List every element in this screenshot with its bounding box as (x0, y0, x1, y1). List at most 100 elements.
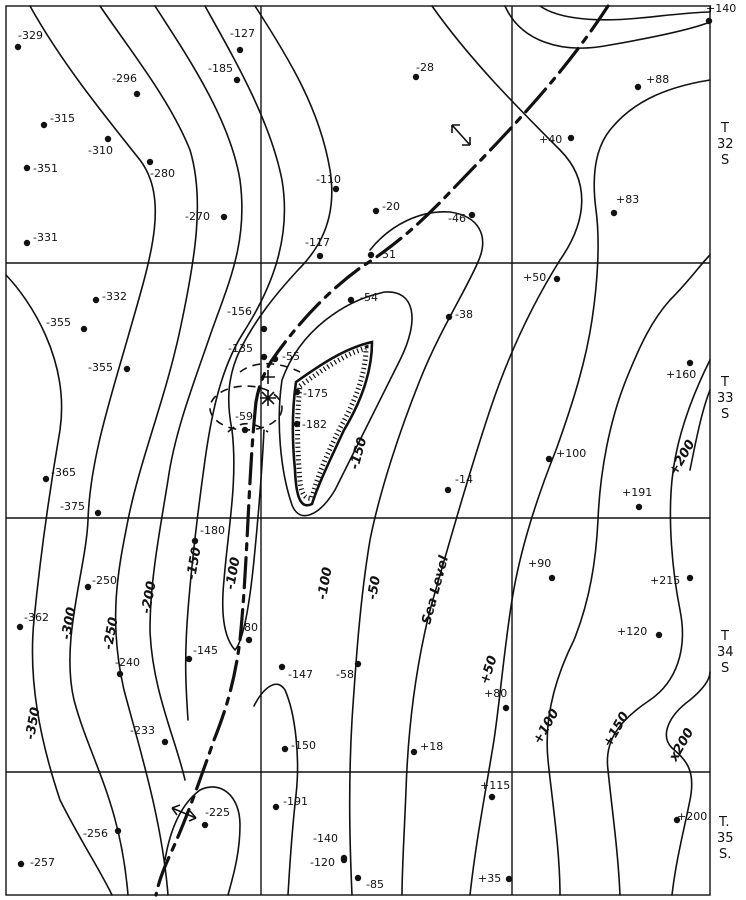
well-dot (161, 738, 169, 746)
well-label: -54 (360, 291, 378, 304)
well-label: -110 (316, 173, 341, 186)
well-label: -315 (50, 112, 75, 125)
contour-label: +100 (530, 707, 562, 747)
well-label: +35 (478, 872, 501, 885)
township-t: T (720, 375, 729, 390)
well-label: +160 (666, 368, 696, 381)
well-label: -296 (112, 72, 137, 85)
contour-label: +200 (666, 438, 698, 478)
well-dot (610, 209, 618, 217)
well-label: -38 (455, 308, 473, 321)
well-dot (686, 359, 694, 367)
township-label-32: T 32 S (717, 121, 734, 168)
contour-label: -50 (365, 575, 384, 601)
contour-minus-150 (184, 5, 286, 721)
well-label: +191 (622, 486, 652, 499)
well-label: +50 (523, 271, 546, 284)
well-dot (236, 46, 244, 54)
township-number: 35 (717, 831, 734, 846)
contour-plus-150 (606, 359, 711, 896)
well-label: -233 (130, 724, 155, 737)
well-label: +88 (646, 73, 669, 86)
well-label: -351 (33, 162, 58, 175)
contour-label: -100 (315, 566, 335, 601)
well-label: -332 (102, 290, 127, 303)
well-label: -59 (235, 410, 253, 423)
well-label: +200 (677, 810, 707, 823)
well-label: -257 (30, 856, 55, 869)
contour-minus-300 (29, 5, 157, 896)
well-label: +83 (616, 193, 639, 206)
well-label: -120 (310, 856, 335, 869)
well-dot (545, 455, 553, 463)
well-label: -147 (288, 668, 313, 681)
township-s: S (721, 407, 729, 422)
well-label: -145 (193, 644, 218, 657)
well-label: -85 (366, 878, 384, 891)
township-t: T. (718, 815, 730, 830)
township-t: T (720, 121, 729, 136)
well-dot (673, 816, 681, 824)
contour-plus-50 (469, 5, 711, 896)
wells-layer: -329 -127 -185 -296 -315 -310 -351 -280 … (14, 2, 736, 891)
well-label: -156 (227, 305, 252, 318)
well-label: +115 (480, 779, 510, 792)
contour-label: Sea Level (419, 554, 452, 626)
contour-label: -200 (139, 580, 159, 615)
well-label: -135 (228, 342, 253, 355)
contour-sea-level (401, 5, 583, 896)
well-label: -270 (185, 210, 210, 223)
section-grid (5, 5, 711, 896)
well-dot (16, 623, 24, 631)
star-marker-icon (260, 390, 276, 406)
contour-label: -250 (101, 616, 121, 651)
well-dot (567, 134, 575, 142)
well-label: -117 (305, 236, 330, 249)
well-dot (354, 874, 362, 882)
well-label: -150 (291, 739, 316, 752)
well-dot (655, 631, 663, 639)
well-label: -375 (60, 500, 85, 513)
contour-label: -150 (347, 436, 370, 471)
well-label: -140 (313, 832, 338, 845)
well-label: -175 (303, 387, 328, 400)
contour-lines (5, 5, 711, 896)
well-dot (412, 73, 420, 81)
well-dot (123, 365, 131, 373)
contour-minus-100-south (253, 683, 299, 896)
well-label: -51 (378, 248, 396, 261)
well-dot (133, 90, 141, 98)
contour-label: -350 (23, 706, 43, 741)
contour-label: +50 (478, 654, 501, 686)
well-dot (116, 670, 124, 678)
axis-symbols (171, 124, 471, 822)
township-s: S. (719, 847, 731, 862)
well-dot (505, 875, 513, 883)
contour-label: -300 (59, 606, 79, 641)
well-dot (272, 803, 280, 811)
well-dot (84, 583, 92, 591)
township-label-35: T. 35 S. (717, 815, 734, 862)
well-dot (445, 313, 453, 321)
well-dot (40, 121, 48, 129)
well-label: -355 (88, 361, 113, 374)
township-number: 32 (717, 137, 734, 152)
township-t: T (720, 629, 729, 644)
well-dot (293, 388, 301, 396)
well-dot (23, 164, 31, 172)
well-dot (278, 663, 286, 671)
well-label: +215 (650, 574, 680, 587)
well-dot (354, 660, 362, 668)
well-label: -362 (24, 611, 49, 624)
well-dot (367, 251, 375, 259)
well-label: -180 (200, 524, 225, 537)
contour-minus-350 (5, 274, 113, 896)
well-dot (260, 325, 268, 333)
township-labels: T 32 S T 33 S T 34 S T. 35 S. (717, 121, 734, 862)
contour-labels: -350 -300 -250 -200 -150 -100 -100 -50 -… (23, 436, 698, 765)
well-label: -331 (33, 231, 58, 244)
contour-label: -100 (223, 556, 243, 591)
well-label: -55 (282, 350, 300, 363)
well-dot (635, 503, 643, 511)
well-dot (372, 207, 380, 215)
